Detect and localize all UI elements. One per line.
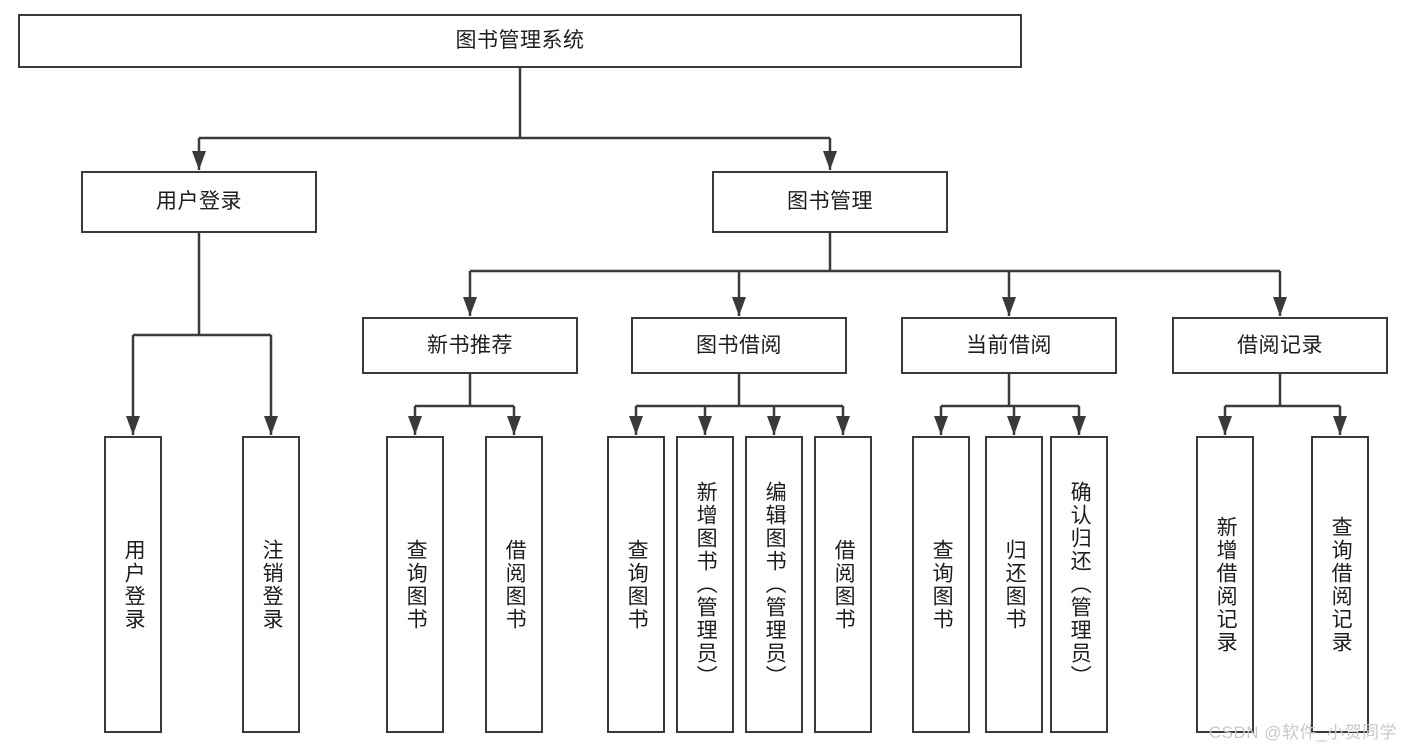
node-label-confirm-return-admin: 确认归还（管理员）	[1068, 481, 1092, 688]
watermark-label: CSDN @软件_小贺同学	[1208, 723, 1397, 742]
arrow-head-icon	[732, 297, 746, 316]
node-borrow-book-1[interactable]: 借阅图书	[485, 436, 543, 733]
arrow-head-icon	[1273, 297, 1287, 316]
node-label-borrow-record: 借阅记录	[1237, 333, 1323, 357]
node-book-manage[interactable]: 图书管理	[712, 171, 948, 233]
node-query-book-2[interactable]: 查询图书	[607, 436, 665, 733]
arrow-head-icon	[934, 416, 948, 435]
arrow-head-icon	[629, 416, 643, 435]
node-label-user-login: 用户登录	[156, 190, 242, 214]
node-confirm-return-admin[interactable]: 确认归还（管理员）	[1050, 436, 1108, 733]
arrow-head-icon	[1002, 297, 1016, 316]
node-label-query-book-3: 查询图书	[930, 538, 954, 631]
node-label-borrow-book-2: 借阅图书	[832, 538, 856, 631]
arrow-head-icon	[767, 416, 781, 435]
node-label-book-borrow: 图书借阅	[696, 333, 782, 357]
node-label-return-book: 归还图书	[1003, 538, 1027, 631]
node-add-borrow-record[interactable]: 新增借阅记录	[1196, 436, 1254, 733]
arrow-head-icon	[698, 416, 712, 435]
arrow-head-icon	[126, 416, 140, 435]
arrow-head-icon	[1333, 416, 1347, 435]
arrow-head-icon	[264, 416, 278, 435]
node-borrow-book-2[interactable]: 借阅图书	[814, 436, 872, 733]
arrow-head-icon	[1007, 416, 1021, 435]
node-user-logout[interactable]: 注销登录	[242, 436, 300, 733]
node-borrow-record[interactable]: 借阅记录	[1172, 317, 1388, 374]
node-label-root: 图书管理系统	[455, 29, 585, 53]
node-label-add-borrow-record: 新增借阅记录	[1214, 515, 1238, 654]
arrow-head-icon	[1072, 416, 1086, 435]
arrow-head-icon	[192, 151, 206, 170]
node-label-new-book-recommend: 新书推荐	[427, 333, 513, 357]
arrow-head-icon	[507, 416, 521, 435]
node-query-borrow-record[interactable]: 查询借阅记录	[1311, 436, 1369, 733]
node-return-book[interactable]: 归还图书	[985, 436, 1043, 733]
node-new-book-recommend[interactable]: 新书推荐	[362, 317, 578, 374]
node-root[interactable]: 图书管理系统	[18, 14, 1022, 68]
arrow-head-icon	[823, 151, 837, 170]
arrow-head-icon	[836, 416, 850, 435]
node-label-user-login-do: 用户登录	[122, 538, 146, 631]
node-query-book-3[interactable]: 查询图书	[912, 436, 970, 733]
node-query-book-1[interactable]: 查询图书	[386, 436, 444, 733]
node-user-login-do[interactable]: 用户登录	[104, 436, 162, 733]
node-label-query-book-1: 查询图书	[404, 538, 428, 631]
arrow-head-icon	[463, 297, 477, 316]
node-add-book-admin[interactable]: 新增图书（管理员）	[676, 436, 734, 733]
node-label-current-borrow: 当前借阅	[966, 333, 1052, 357]
node-label-query-book-2: 查询图书	[625, 538, 649, 631]
node-label-book-manage: 图书管理	[787, 190, 873, 214]
node-current-borrow[interactable]: 当前借阅	[901, 317, 1117, 374]
node-label-borrow-book-1: 借阅图书	[503, 538, 527, 631]
arrow-head-icon	[1218, 416, 1232, 435]
node-user-login[interactable]: 用户登录	[81, 171, 317, 233]
node-label-add-book-admin: 新增图书（管理员）	[694, 481, 718, 688]
node-label-user-logout: 注销登录	[260, 538, 284, 631]
node-edit-book-admin[interactable]: 编辑图书（管理员）	[745, 436, 803, 733]
node-label-query-borrow-record: 查询借阅记录	[1329, 515, 1353, 654]
node-book-borrow[interactable]: 图书借阅	[631, 317, 847, 374]
arrow-head-icon	[408, 416, 422, 435]
node-label-edit-book-admin: 编辑图书（管理员）	[763, 481, 787, 688]
